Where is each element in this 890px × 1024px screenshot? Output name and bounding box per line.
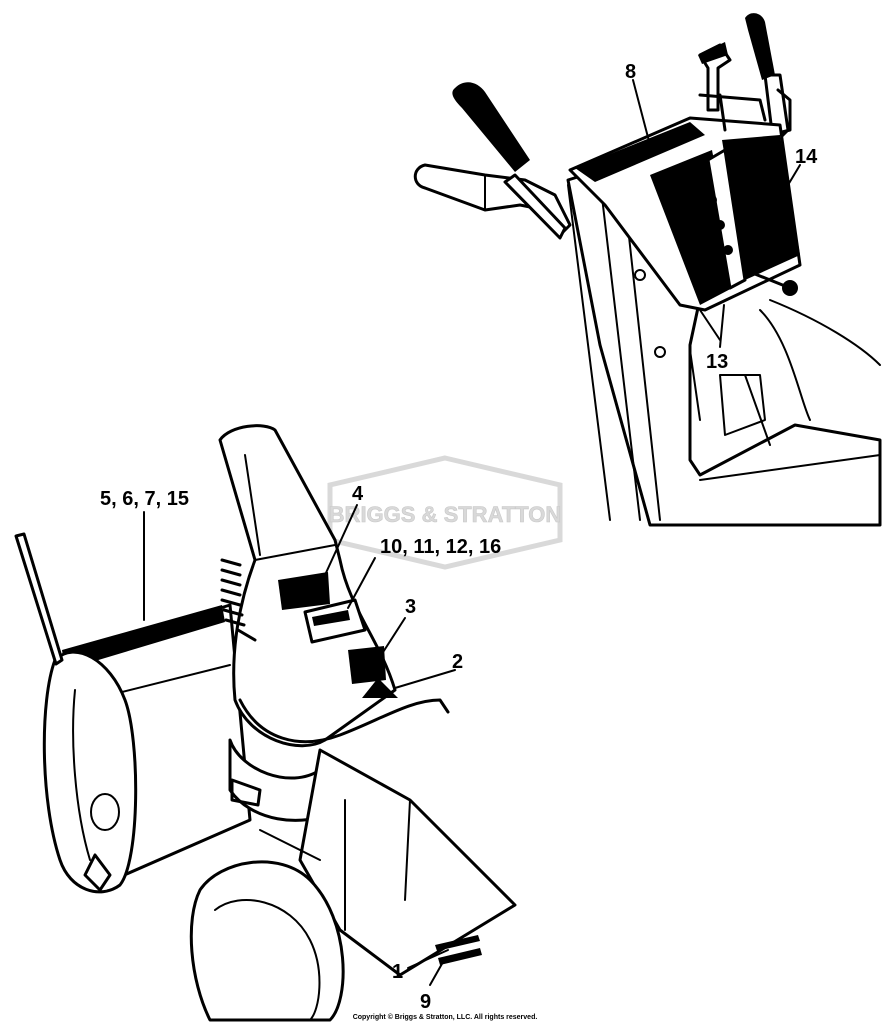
decal-3: [348, 646, 386, 684]
left-handle-tube: [413, 163, 572, 237]
briggs-stratton-watermark: BRIGGS & STRATTON: [327, 455, 563, 570]
callout-3: 3: [405, 596, 416, 618]
right-handle-grip: [745, 13, 775, 80]
decal-9: [438, 948, 482, 965]
callout-1: 1: [392, 961, 403, 983]
callout-5-6-7-15: 5, 6, 7, 15: [100, 488, 189, 510]
control-cable: [238, 698, 450, 743]
decal-5-6-7-15: [62, 605, 225, 670]
wheel: [189, 860, 345, 1022]
watermark-text: BRIGGS & STRATTON: [329, 502, 562, 527]
left-handle-grip-tube: [503, 173, 567, 240]
callout-9: 9: [420, 991, 431, 1013]
callout-8: 8: [625, 61, 636, 83]
decal-14: [722, 135, 800, 280]
right-handle-tube: [763, 73, 790, 140]
handle-rod: [14, 532, 64, 666]
auger-assembly: [14, 424, 517, 1022]
callout-10-11-12-16: 10, 11, 12, 16: [380, 536, 501, 558]
callout-4: 4: [352, 483, 364, 505]
decal-8: [575, 122, 705, 182]
callout-14: 14: [795, 146, 818, 168]
handle-assembly: [413, 13, 882, 527]
decal-4: [278, 572, 330, 610]
decal-2-triangle: [362, 678, 398, 698]
callout-2: 2: [452, 651, 463, 673]
copyright-notice: Copyright © Briggs & Stratton, LLC. All …: [352, 1014, 538, 1021]
leader-lines: [143, 79, 801, 986]
chute-spring: [220, 558, 246, 627]
callout-13: 13: [706, 351, 728, 373]
callout-labels: 5, 6, 7, 15 4 10, 11, 12, 16 3 2 1 9 8 1…: [100, 61, 818, 1013]
left-handle-grip: [452, 82, 530, 172]
housing-side-plate: [42, 650, 138, 894]
decal-1: [435, 935, 480, 951]
